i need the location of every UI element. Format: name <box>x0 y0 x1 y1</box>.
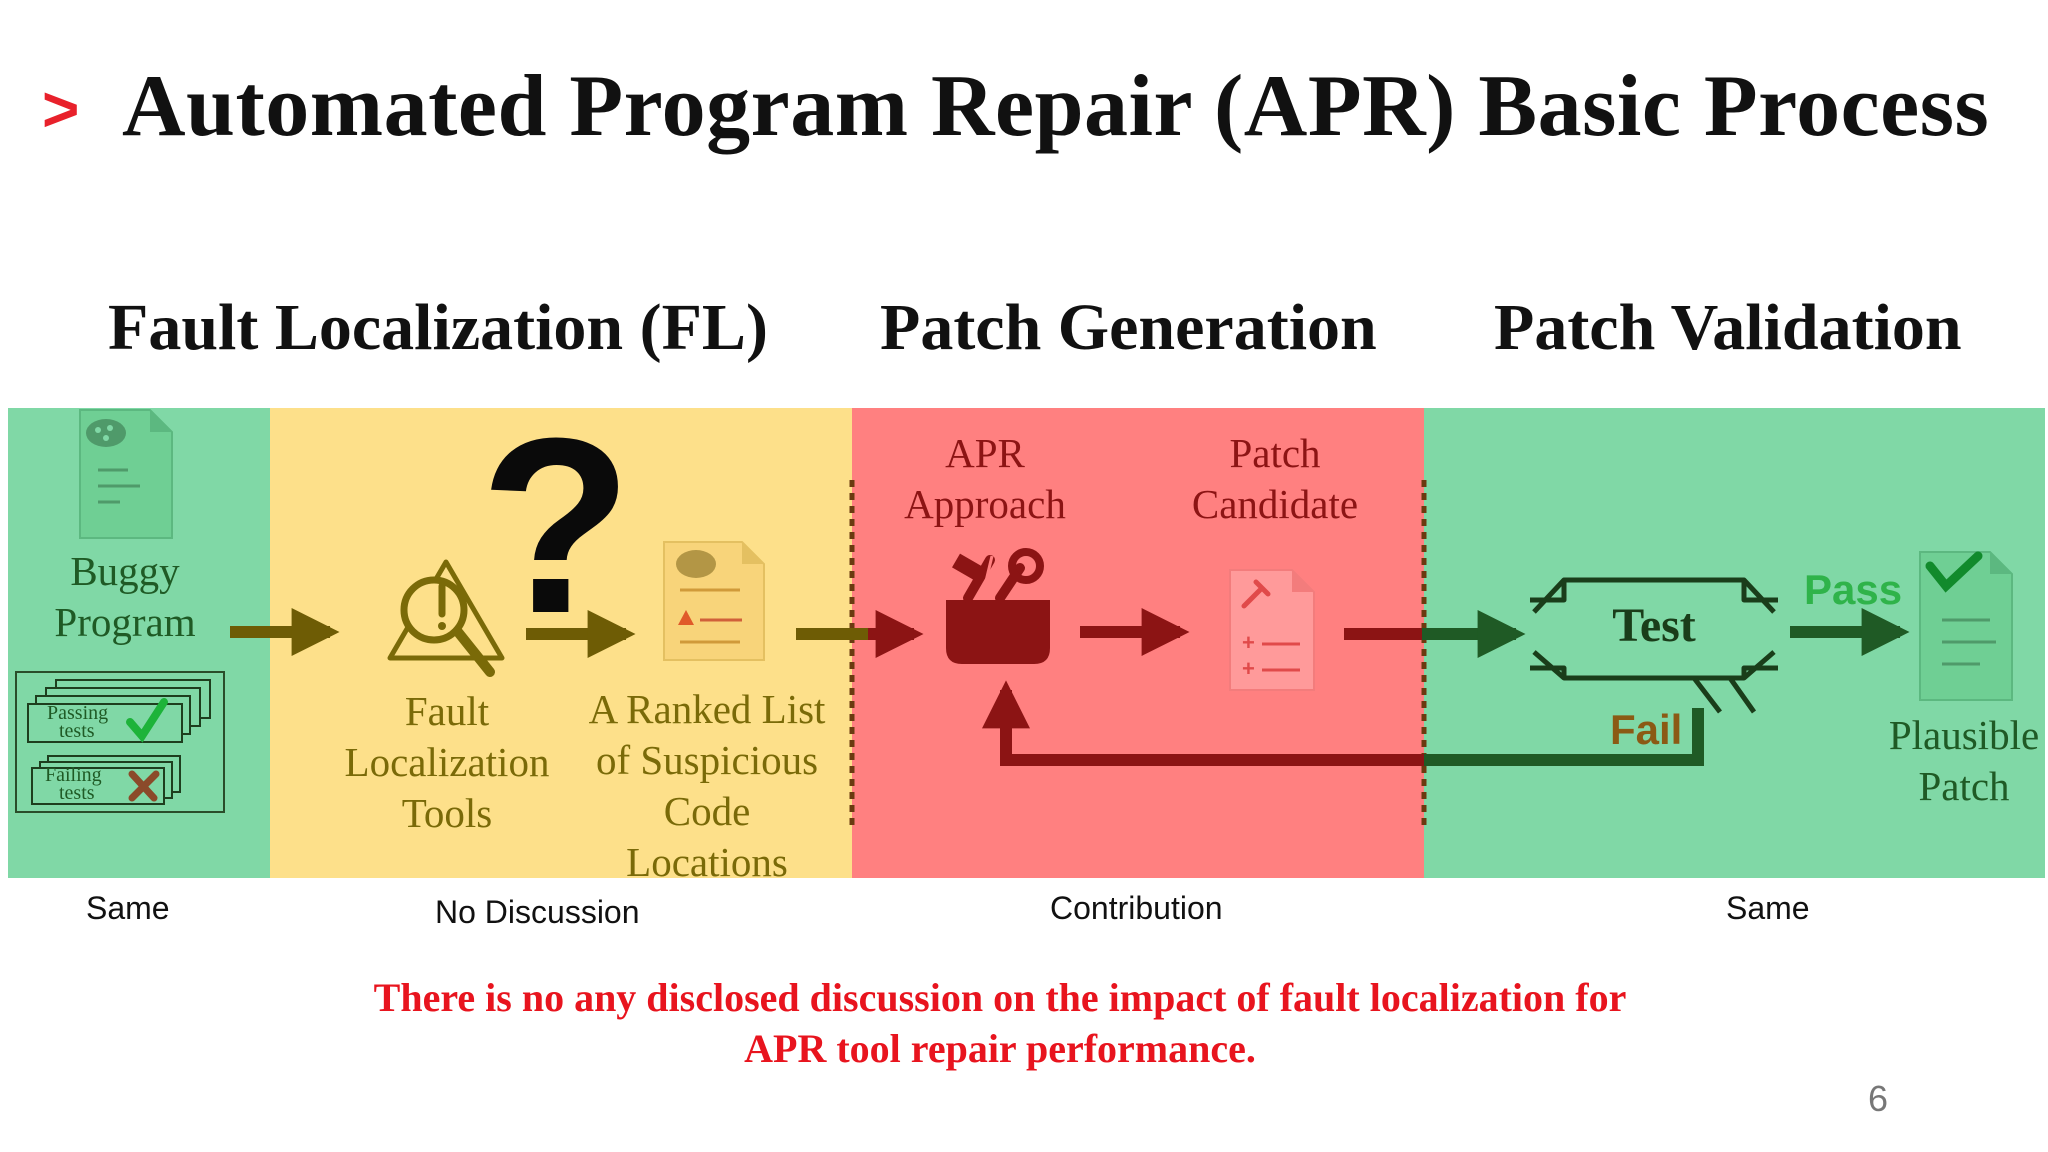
page-number: 6 <box>1868 1078 1889 1119</box>
stage-heading-patch-generation: Patch Generation <box>880 291 1377 364</box>
footer-label-red: Contribution <box>1050 890 1223 926</box>
test-node-shape <box>1530 577 1778 714</box>
patch-document-icon: + + <box>1229 569 1315 691</box>
warning-magnifier-icon <box>387 559 505 677</box>
cross-icon <box>128 770 160 802</box>
stage-heading-fault-localization: Fault Localization (FL) <box>108 291 768 364</box>
question-mark: ? <box>480 386 633 665</box>
footer-label-green-right: Same <box>1726 890 1810 926</box>
toolbox-icon <box>946 548 1050 664</box>
svg-text:+: + <box>1242 630 1255 655</box>
svg-text:+: + <box>1242 656 1255 681</box>
passing-tests-stack <box>27 679 211 743</box>
checkmark-icon <box>126 698 168 743</box>
slide-title: Automated Program Repair (APR) Basic Pro… <box>122 58 1990 155</box>
fail-path-green <box>1424 708 1704 766</box>
conclusion-note: There is no any disclosed discussion on … <box>373 975 1627 1071</box>
bug-document-icon <box>79 409 173 539</box>
fail-path-red <box>982 680 1424 766</box>
label-pass: Pass <box>1804 566 1903 613</box>
footer-label-yellow: No Discussion <box>435 894 640 930</box>
label-fail: Fail <box>1610 706 1683 753</box>
ranked-list-document-icon <box>663 541 765 661</box>
title-bullet: > <box>42 73 80 145</box>
label-test: Test <box>1612 599 1696 652</box>
checked-document-icon <box>1919 551 2013 701</box>
footer-label-green-left: Same <box>86 890 170 926</box>
test-suite-box <box>15 671 225 813</box>
stage-heading-patch-validation: Patch Validation <box>1494 291 1962 364</box>
